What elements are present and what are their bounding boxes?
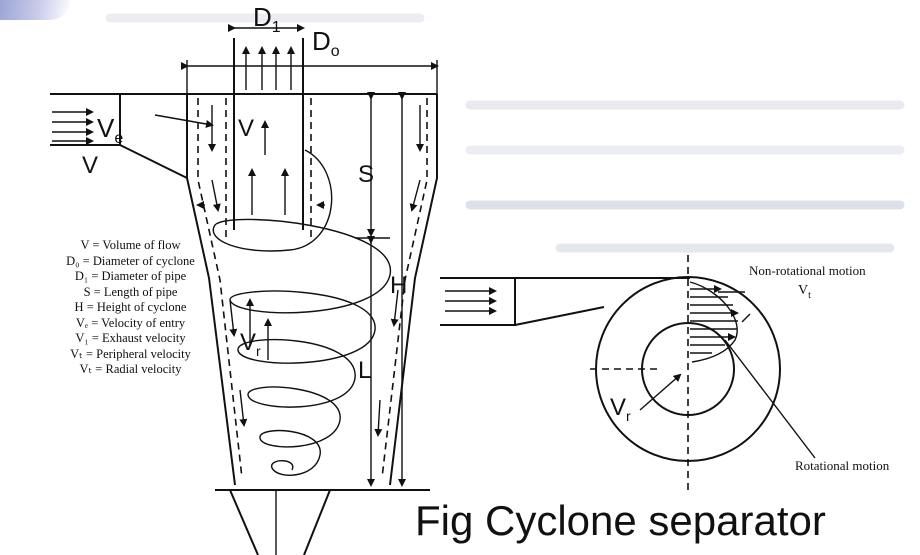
label-d1: D1 — [253, 2, 281, 36]
inlet-arrows — [52, 108, 214, 145]
label-l: L — [358, 357, 371, 384]
tangential-inlet-duct — [440, 278, 605, 326]
vortex-spiral — [212, 149, 391, 476]
dimension-lines — [181, 24, 439, 491]
velocity-profile — [689, 281, 739, 363]
label-d0: Do — [312, 26, 340, 60]
flow-boundary-dashed — [197, 98, 428, 479]
label-vr-left: Vr — [240, 329, 261, 359]
label-vr-right: Vr — [610, 394, 631, 424]
figure-caption: Fig Cyclone separator — [415, 497, 826, 544]
symbol-legend: V = Volume of flow D₀ = Diameter of cycl… — [28, 238, 233, 378]
vortex-finder-pipe — [233, 38, 304, 230]
label-h: H — [390, 272, 407, 299]
label-non-rotational: Non-rotational motion — [749, 263, 866, 278]
down-flow-arrows — [196, 105, 424, 437]
legend-line: Vₜ = Radial velocity — [79, 362, 182, 376]
legend-line: S = Length of pipe — [83, 284, 178, 299]
label-ve: Ve — [97, 113, 123, 147]
dust-hopper — [229, 489, 331, 555]
label-vt: Vt — [798, 283, 811, 301]
label-rotational: Rotational motion — [795, 458, 890, 473]
legend-line: V₁ = Exhaust velocity — [75, 331, 186, 345]
background-ghost-text — [105, 13, 905, 253]
legend-line: V = Volume of flow — [80, 238, 181, 252]
label-s: S — [358, 161, 374, 188]
legend-line: Vₜ = Peripheral velocity — [70, 346, 191, 361]
cyclone-separator: D1 Do Ve V V Vr S H L — [50, 2, 439, 555]
cyclone-cross-section: Vr Non-rotational motion Vt Rotational m… — [440, 255, 890, 495]
legend-line: D₀ = Diameter of cyclone — [66, 253, 195, 268]
legend-line: H = Height of cyclone — [74, 300, 187, 314]
label-v-inlet: V — [82, 152, 98, 179]
legend-line: Vₑ = Velocity of entry — [75, 315, 186, 330]
slide-corner-decoration — [0, 0, 70, 20]
legend-line: D₁ = Diameter of pipe — [74, 269, 187, 283]
label-v-upper: V — [238, 115, 254, 142]
inlet-duct — [50, 94, 188, 179]
